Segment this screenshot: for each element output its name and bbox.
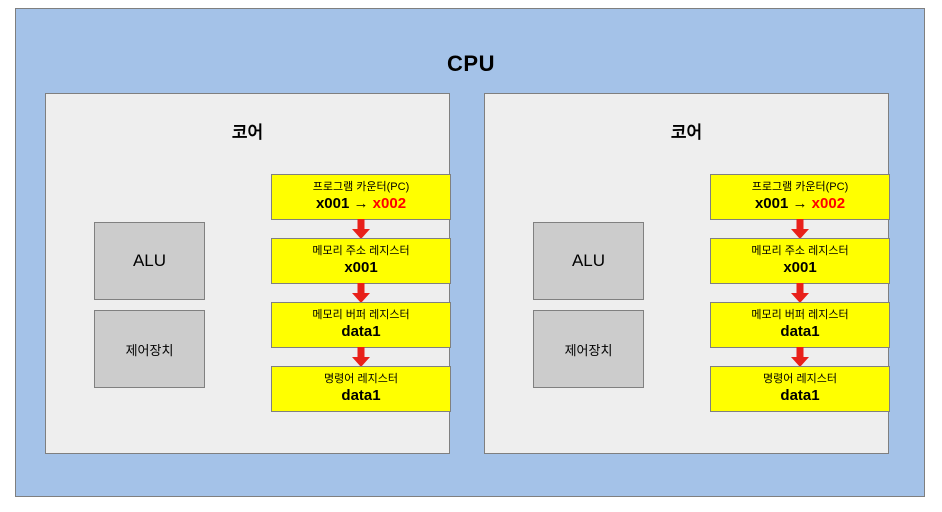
- memory-address-register-value: x001: [344, 258, 378, 276]
- memory-address-register-box: 메모리 주소 레지스터 x001: [271, 238, 451, 284]
- down-arrow-icon: [352, 347, 370, 367]
- pc-transition-arrow-glyph: →: [792, 194, 808, 212]
- memory-address-register-value: x001: [783, 258, 817, 276]
- register-column: 프로그램 카운터(PC) x001 → x002 메모리 주소 레지스터 x00…: [271, 174, 451, 412]
- control-unit-box: 제어장치: [94, 310, 205, 388]
- pc-value-after: x002: [372, 194, 407, 212]
- core-title: 코어: [231, 123, 264, 142]
- register-column: 프로그램 카운터(PC) x001 → x002 메모리 주소 레지스터 x00…: [710, 174, 890, 412]
- memory-address-register-label: 메모리 주소 레지스터: [312, 245, 410, 258]
- alu-label: ALU: [571, 251, 606, 270]
- instruction-register-box: 명령어 레지스터 data1: [710, 366, 890, 412]
- alu-box: ALU: [533, 222, 644, 300]
- program-counter-box: 프로그램 카운터(PC) x001 → x002: [271, 174, 451, 220]
- memory-buffer-register-value: data1: [341, 322, 381, 340]
- down-arrow-icon: [791, 347, 809, 367]
- control-unit-label: 제어장치: [125, 342, 174, 358]
- down-arrow-icon: [791, 219, 809, 239]
- pc-value-before: x001: [315, 194, 350, 212]
- flow-arrow-3: [271, 347, 451, 367]
- core-panel-1: 코어 ALU 제어장치 프로그램 카운터(PC) x001 → x002: [45, 93, 451, 454]
- memory-buffer-register-box: 메모리 버퍼 레지스터 data1: [710, 302, 890, 348]
- memory-address-register-box: 메모리 주소 레지스터 x001: [710, 238, 890, 284]
- flow-arrow-1: [271, 219, 451, 239]
- program-counter-value: x001 → x002: [316, 195, 406, 213]
- core-title: 코어: [670, 123, 703, 142]
- alu-box: ALU: [94, 222, 205, 300]
- flow-arrow-2: [271, 283, 451, 303]
- memory-buffer-register-label: 메모리 버퍼 레지스터: [751, 309, 849, 322]
- flow-arrow-2: [710, 283, 890, 303]
- control-unit-box: 제어장치: [533, 310, 644, 388]
- pc-transition-arrow-glyph: →: [353, 194, 369, 212]
- pc-value-after: x002: [811, 194, 846, 212]
- flow-arrow-1: [710, 219, 890, 239]
- instruction-register-box: 명령어 레지스터 data1: [271, 366, 451, 412]
- program-counter-box: 프로그램 카운터(PC) x001 → x002: [710, 174, 890, 220]
- memory-buffer-register-label: 메모리 버퍼 레지스터: [312, 309, 410, 322]
- flow-arrow-3: [710, 347, 890, 367]
- alu-label: ALU: [132, 251, 167, 270]
- down-arrow-icon: [352, 219, 370, 239]
- memory-buffer-register-value: data1: [780, 322, 820, 340]
- core-panel-2: 코어 ALU 제어장치 프로그램 카운터(PC) x001 → x002: [484, 93, 890, 454]
- program-counter-label: 프로그램 카운터(PC): [312, 181, 410, 194]
- instruction-register-value: data1: [780, 386, 820, 404]
- down-arrow-icon: [791, 283, 809, 303]
- program-counter-value: x001 → x002: [755, 195, 845, 213]
- instruction-register-label: 명령어 레지스터: [763, 373, 837, 386]
- cpu-panel: CPU 코어 ALU 제어장치 프로그램 카운터(PC) x001 → x002: [15, 8, 925, 497]
- instruction-register-label: 명령어 레지스터: [324, 373, 398, 386]
- memory-buffer-register-box: 메모리 버퍼 레지스터 data1: [271, 302, 451, 348]
- instruction-register-value: data1: [341, 386, 381, 404]
- program-counter-label: 프로그램 카운터(PC): [751, 181, 849, 194]
- pc-value-before: x001: [754, 194, 789, 212]
- cpu-title: CPU: [447, 51, 495, 76]
- memory-address-register-label: 메모리 주소 레지스터: [751, 245, 849, 258]
- control-unit-label: 제어장치: [564, 342, 613, 358]
- down-arrow-icon: [352, 283, 370, 303]
